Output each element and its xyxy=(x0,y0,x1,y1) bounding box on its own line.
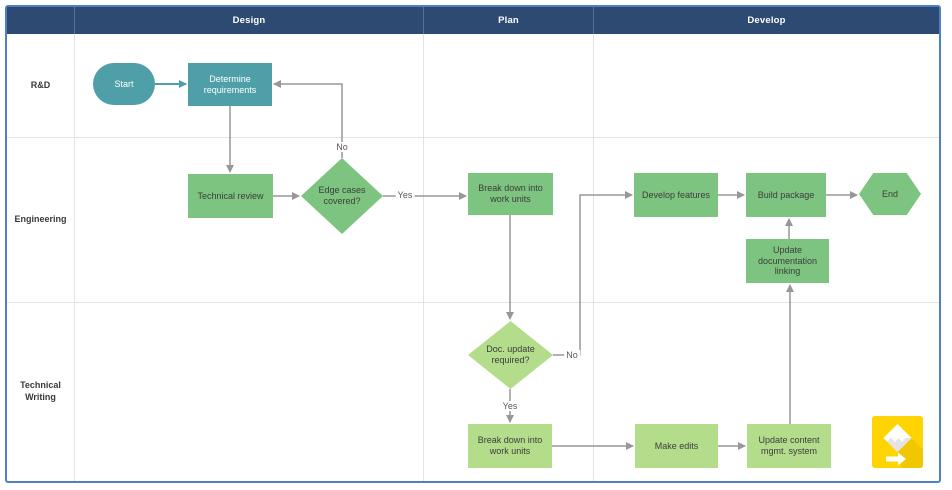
node-edge-cases-covered[interactable]: Edge cases covered? xyxy=(301,158,383,234)
lane-label-rnd: R&D xyxy=(7,34,74,137)
node-technical-review[interactable]: Technical review xyxy=(188,174,273,218)
header-corner-cell xyxy=(7,7,74,34)
lane-label-technical-writing: Technical Writing xyxy=(7,302,74,481)
node-breakdown-work-units-eng-label: Break down into work units xyxy=(478,183,543,204)
rnd-engineering-divider xyxy=(7,137,939,138)
node-doc-update-required-label: Doc. update required? xyxy=(486,344,535,365)
node-breakdown-work-units-eng[interactable]: Break down into work units xyxy=(468,173,553,215)
node-update-documentation-linking-label: Update documentation linking xyxy=(757,244,818,277)
phase-header-develop-label: Develop xyxy=(747,15,786,26)
node-end[interactable]: End xyxy=(859,173,921,215)
lane-column-divider xyxy=(74,34,75,481)
node-develop-features-label: Develop features xyxy=(641,189,711,200)
edge-label-no-edgecases: No xyxy=(334,142,350,152)
node-determine-requirements[interactable]: Determine requirements xyxy=(188,63,272,106)
plan-develop-divider xyxy=(593,34,594,481)
phase-header-plan-label: Plan xyxy=(498,15,519,26)
node-update-documentation-linking[interactable]: Update documentation linking xyxy=(746,239,829,283)
node-determine-requirements-label: Determine requirements xyxy=(203,73,257,95)
node-edge-cases-covered-label: Edge cases covered? xyxy=(318,185,366,206)
node-make-edits-label: Make edits xyxy=(654,440,699,451)
edge-edgecases-no-loop xyxy=(273,80,343,158)
phase-header-develop: Develop xyxy=(593,7,939,34)
flowchart-canvas: Design Plan Develop R&D Engineering Tech… xyxy=(5,5,941,483)
edge-label-no-docupdate: No xyxy=(564,350,580,360)
node-breakdown-work-units-tw[interactable]: Break down into work units xyxy=(468,424,552,468)
engineering-techwriting-divider xyxy=(7,302,939,303)
diagram-app-logo-icon xyxy=(872,416,923,468)
design-plan-divider xyxy=(423,34,424,481)
lane-label-technical-writing-text: Technical Writing xyxy=(20,379,61,402)
node-start[interactable]: Start xyxy=(93,63,155,105)
edge-label-yes-edgecases: Yes xyxy=(395,190,415,200)
phase-header-design: Design xyxy=(74,7,423,34)
node-start-label: Start xyxy=(114,78,134,89)
node-build-package[interactable]: Build package xyxy=(746,173,826,217)
lane-label-engineering: Engineering xyxy=(7,137,74,302)
phase-header-plan: Plan xyxy=(423,7,593,34)
node-build-package-label: Build package xyxy=(757,189,815,200)
node-technical-review-label: Technical review xyxy=(197,190,264,201)
node-develop-features[interactable]: Develop features xyxy=(634,173,718,217)
node-update-content-mgmt-system-label: Update content mgmt. system xyxy=(758,435,820,456)
diagram-app-logo[interactable] xyxy=(872,416,923,468)
edge-label-yes-docupdate: Yes xyxy=(500,401,520,411)
node-end-label: End xyxy=(881,188,898,199)
node-update-content-mgmt-system[interactable]: Update content mgmt. system xyxy=(747,424,831,468)
lane-label-rnd-text: R&D xyxy=(30,79,51,90)
node-doc-update-required[interactable]: Doc. update required? xyxy=(468,321,553,389)
lane-label-engineering-text: Engineering xyxy=(14,213,67,224)
node-breakdown-work-units-tw-label: Break down into work units xyxy=(477,435,543,456)
node-make-edits[interactable]: Make edits xyxy=(635,424,718,468)
phase-header-design-label: Design xyxy=(232,15,266,26)
